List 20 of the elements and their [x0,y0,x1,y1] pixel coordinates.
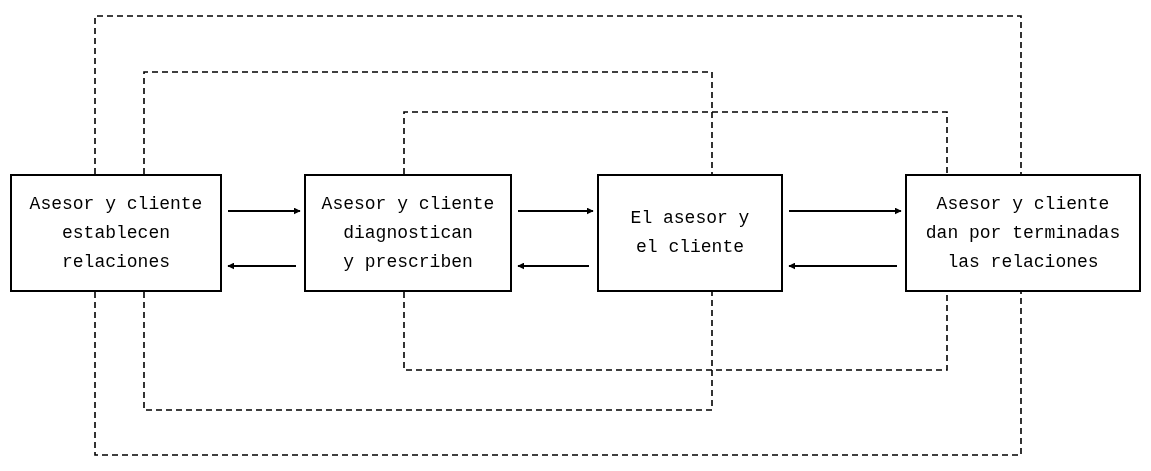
box-text: Asesor y cliente dan por terminadas las relaciones [924,192,1122,274]
process-box [905,174,1141,292]
dashed-connector [403,111,948,175]
arrow [517,262,590,270]
arrow [227,262,297,270]
dashed-connector [94,291,1022,456]
arrow [788,262,898,270]
dashed-connector [143,291,713,411]
dashed-connector [143,71,713,175]
process-box [597,174,783,292]
arrow [788,207,902,215]
dashed-connector [403,291,948,371]
process-box [10,174,222,292]
arrow [227,207,301,215]
box-text: Asesor y cliente diagnostican y prescriben [320,192,496,274]
box-text: El asesor y el cliente [630,207,750,259]
process-box [304,174,512,292]
arrow [517,207,594,215]
dashed-connector [94,15,1022,175]
box-text: Asesor y cliente establecen relaciones [28,192,204,274]
